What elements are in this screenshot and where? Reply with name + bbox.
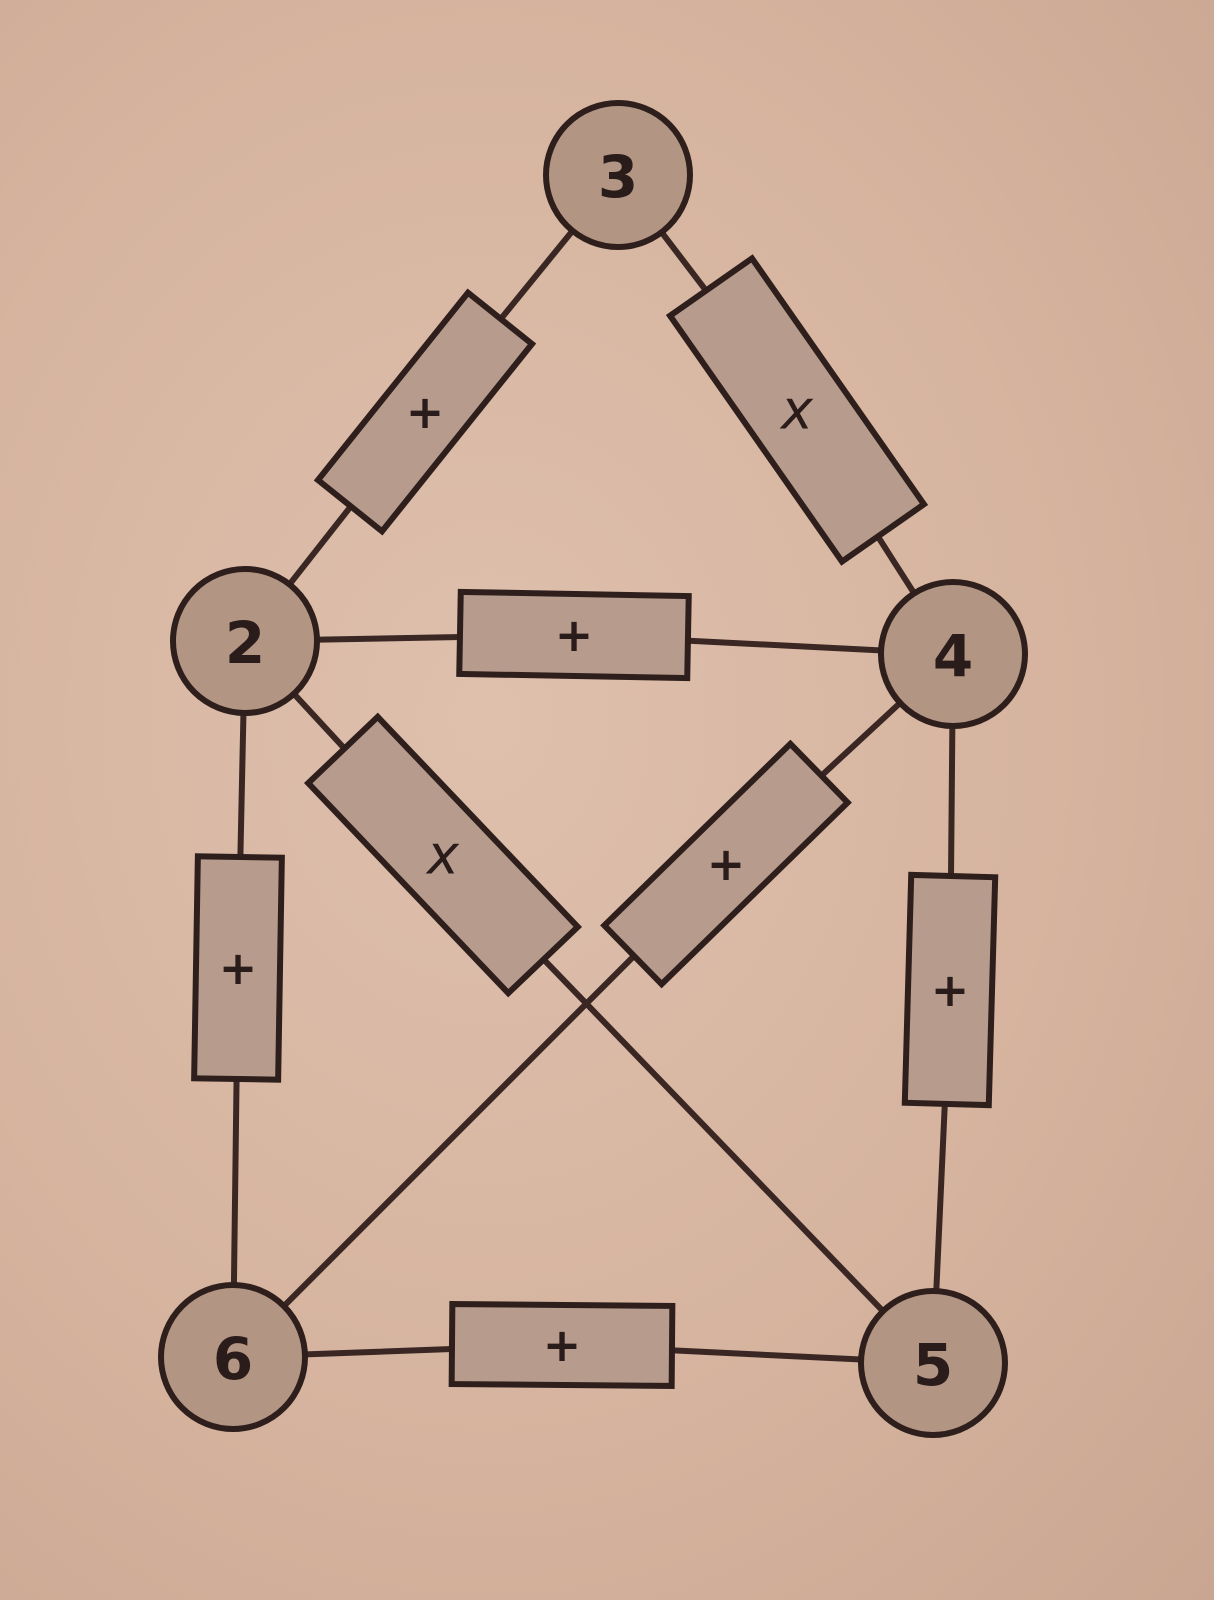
times-operator-label: x <box>425 824 460 887</box>
node-6: 6 <box>158 1282 308 1432</box>
operator-box-2-6 <box>191 853 285 1083</box>
node-5: 5 <box>858 1288 1008 1438</box>
plus-operator-label: + <box>707 837 746 891</box>
operator-box-rect <box>456 588 692 682</box>
operator-box-2-4 <box>456 588 692 682</box>
operator-box-2-5 <box>303 712 583 998</box>
operator-box-rect <box>303 712 583 998</box>
node-circle <box>543 100 693 250</box>
node-circle <box>878 579 1028 729</box>
plus-operator-label: + <box>219 941 258 995</box>
node-circle <box>170 566 320 716</box>
operator-box-3-4 <box>665 254 929 566</box>
plus-operator-label: + <box>555 608 594 662</box>
node-2: 2 <box>170 566 320 716</box>
node-3: 3 <box>543 100 693 250</box>
operator-box-rect <box>665 254 929 566</box>
operator-box-3-2 <box>313 288 537 536</box>
node-label: 3 <box>598 143 638 211</box>
node-circle <box>858 1288 1008 1438</box>
operator-box-rect <box>448 1301 676 1389</box>
plus-operator-label: + <box>406 385 445 439</box>
times-operator-label: x <box>779 379 814 442</box>
operator-box-rect <box>901 871 999 1109</box>
node-layer: 3 2 4 6 5 <box>158 100 1028 1438</box>
plus-operator-label: + <box>543 1318 582 1372</box>
operator-box-rect <box>313 288 537 536</box>
plus-operator-label: + <box>931 963 970 1017</box>
node-4: 4 <box>878 579 1028 729</box>
node-label: 6 <box>213 1325 253 1393</box>
operator-box-6-5 <box>448 1301 676 1389</box>
operator-box-rect <box>191 853 285 1083</box>
node-label: 4 <box>933 622 973 690</box>
operator-box-4-6 <box>600 739 852 989</box>
node-label: 5 <box>913 1331 953 1399</box>
node-label: 2 <box>225 609 265 677</box>
operator-box-layer: + x + x + + + + <box>191 254 999 1389</box>
operator-box-4-5 <box>901 871 999 1109</box>
node-circle <box>158 1282 308 1432</box>
operator-box-rect <box>600 739 852 989</box>
